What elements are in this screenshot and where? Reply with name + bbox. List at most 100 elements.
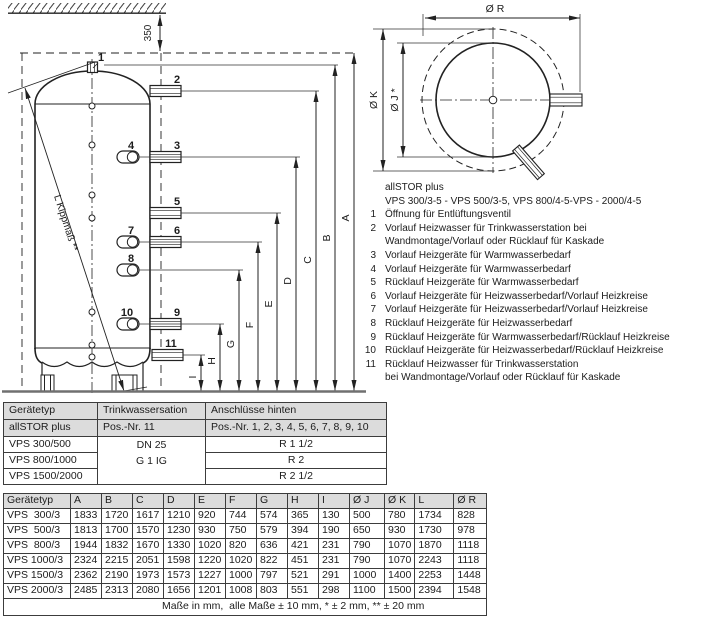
dimension-value-cell: 551 bbox=[287, 583, 319, 599]
dimension-value-cell: 1070 bbox=[383, 553, 416, 569]
dimension-value-cell: 1656 bbox=[163, 583, 195, 599]
ceiling-offset-dimension: 350 bbox=[143, 15, 163, 51]
height-dimensions: A B C D E F G bbox=[187, 53, 357, 391]
dim-label-K: Ø K bbox=[368, 91, 380, 109]
connection-label-5: 5 bbox=[174, 196, 180, 208]
dimension-value-cell: 1448 bbox=[453, 568, 488, 584]
dim-column-header: H bbox=[287, 493, 319, 509]
dimension-value-cell: 790 bbox=[349, 553, 385, 569]
thread-cell: R 1 1/2 bbox=[205, 436, 387, 453]
dimension-value-cell: 750 bbox=[225, 523, 257, 539]
dim-column-header: L bbox=[414, 493, 455, 509]
dim-label-B: B bbox=[321, 234, 333, 241]
tank-bottom-left-corner bbox=[34, 347, 43, 364]
dim-label-A: A bbox=[340, 214, 352, 221]
center-port bbox=[488, 95, 498, 105]
dim-label-R: Ø R bbox=[486, 3, 505, 15]
label-1-leader bbox=[92, 62, 99, 69]
header-trinkwasserstation: Trinkwassersation bbox=[97, 402, 206, 420]
dimension-value-cell: 2253 bbox=[414, 568, 455, 584]
dimension-G: G bbox=[225, 270, 242, 391]
dim-label-I: I bbox=[187, 376, 199, 379]
table-row: VPS 1500/2000 R 2 1/2 bbox=[3, 468, 387, 485]
legend: allSTOR plus VPS 300/3-5 - VPS 500/3-5, … bbox=[361, 181, 721, 385]
legend-item-number: 9 bbox=[370, 331, 376, 343]
dimension-D: D bbox=[282, 157, 299, 391]
dimension-value-cell: 190 bbox=[318, 523, 350, 539]
dimension-F: F bbox=[244, 242, 261, 391]
dimension-value-cell: 2394 bbox=[414, 583, 455, 599]
dimension-value-cell: 1230 bbox=[163, 523, 195, 539]
dimension-value-cell: 1700 bbox=[101, 523, 133, 539]
legend-item-number: 1 bbox=[370, 209, 376, 221]
connection-label-8: 8 bbox=[128, 253, 134, 265]
dimension-value-cell: 1118 bbox=[453, 538, 488, 554]
connection-port-8 bbox=[116, 263, 140, 277]
thread-cell: R 2 bbox=[205, 452, 387, 469]
dimension-value-cell: 1400 bbox=[383, 568, 416, 584]
dimension-value-cell: 500 bbox=[349, 508, 385, 524]
model-cell: VPS 300/500 bbox=[3, 436, 98, 453]
dimension-value-cell: 930 bbox=[194, 523, 226, 539]
dim-column-header: I bbox=[318, 493, 350, 509]
dim-column-header: Gerätetyp bbox=[3, 493, 71, 509]
connection-stub-11 bbox=[151, 348, 184, 362]
dimension-value-cell: 1220 bbox=[194, 553, 226, 569]
dimension-value-cell: 1227 bbox=[194, 568, 226, 584]
dimension-value-cell: 2324 bbox=[70, 553, 102, 569]
topview-angled-stub bbox=[511, 144, 546, 181]
dimension-value-cell: 1570 bbox=[132, 523, 164, 539]
tilt-dim-line bbox=[24, 87, 125, 392]
dimension-K: Ø K bbox=[368, 28, 493, 172]
tank-feet bbox=[40, 374, 138, 392]
station-size-g1ig: G 1 IG bbox=[136, 455, 167, 467]
dim-label-E: E bbox=[263, 300, 275, 307]
dim-label-C: C bbox=[302, 256, 314, 264]
dimension-value-cell: 930 bbox=[383, 523, 416, 539]
clearance-envelope bbox=[20, 52, 356, 391]
dimension-J: Ø J * bbox=[389, 42, 493, 158]
tilt-extension-line bbox=[7, 61, 96, 94]
connection-label-9: 9 bbox=[174, 307, 180, 319]
tank-top-view: Ø R Ø K Ø J * bbox=[368, 3, 583, 181]
skirt-scallops bbox=[41, 361, 144, 368]
connection-port-4 bbox=[116, 150, 140, 164]
subheader-pos-1-10: Pos.-Nr. 1, 2, 3, 4, 5, 6, 7, 8, 9, 10 bbox=[205, 419, 387, 437]
table-row: VPS 300/500 DN 25 G 1 IG R 1 1/2 bbox=[3, 436, 387, 485]
legend-item-number: 8 bbox=[370, 317, 376, 329]
dim-label-J: Ø J * bbox=[389, 88, 401, 111]
dimension-value-cell: 1670 bbox=[132, 538, 164, 554]
dimension-value-cell: 291 bbox=[318, 568, 350, 584]
dimension-value-cell: 1330 bbox=[163, 538, 195, 554]
dimension-value-cell: 803 bbox=[256, 583, 288, 599]
dim-column-header: Ø R bbox=[453, 493, 488, 509]
dimension-value-cell: 1500 bbox=[383, 583, 416, 599]
dimension-value-cell: 1720 bbox=[101, 508, 133, 524]
dimension-value-cell: 820 bbox=[225, 538, 257, 554]
dim-column-header: F bbox=[225, 493, 257, 509]
dimension-value-cell: 920 bbox=[194, 508, 226, 524]
subheader-allstor-plus: allSTOR plus bbox=[3, 419, 98, 437]
dimension-value-cell: 231 bbox=[318, 538, 350, 554]
dimension-value-cell: 1598 bbox=[163, 553, 195, 569]
legend-item-text: Vorlauf Heizgeräte für Warmwasserbedarf bbox=[385, 249, 571, 261]
connection-stub-2 bbox=[149, 84, 182, 98]
dimension-value-cell: 2485 bbox=[70, 583, 102, 599]
dimension-value-cell: 2080 bbox=[132, 583, 164, 599]
legend-item-text: Vorlauf Heizgeräte für Warmwasserbedarf bbox=[385, 263, 571, 275]
dimension-value-cell: 1201 bbox=[194, 583, 226, 599]
dimension-value-cell: 365 bbox=[287, 508, 319, 524]
model-cell: VPS 1000/3 bbox=[3, 553, 71, 569]
dimension-value-cell: 574 bbox=[256, 508, 288, 524]
model-cell: VPS 1500/3 bbox=[3, 568, 71, 584]
hatch-area bbox=[8, 3, 166, 13]
legend-item-text: Vorlauf Heizgeräte für Heizwasserbedarf/… bbox=[385, 290, 648, 302]
legend-item-text: Rücklauf Heizwasser für Trinkwasserstati… bbox=[385, 358, 621, 384]
dimension-value-cell: 1813 bbox=[70, 523, 102, 539]
legend-item-text: Rücklauf Heizgeräte für Warmwasserbedarf… bbox=[385, 331, 670, 343]
